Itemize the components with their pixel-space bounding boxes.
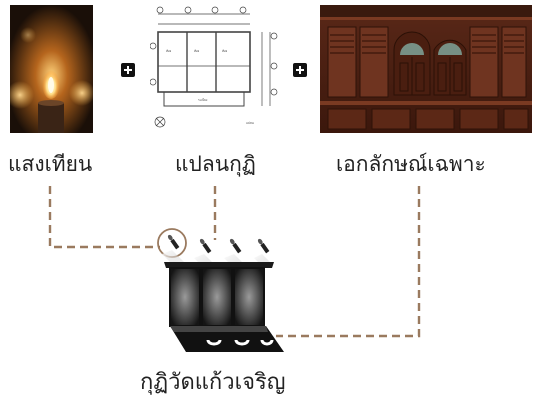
- kuti-graphic: [162, 234, 284, 352]
- svg-text:ห้อง: ห้อง: [222, 49, 228, 53]
- plus-icon: [293, 63, 307, 77]
- candle-photo: [10, 5, 93, 133]
- svg-text:แปลน: แปลน: [246, 121, 254, 125]
- svg-text:ห้อง: ห้อง: [194, 49, 200, 53]
- wooden-facade-graphic: [320, 5, 532, 133]
- label-result-kuti: กุฏิวัดแก้วเจริญ: [140, 370, 286, 395]
- candle-photo-graphic: [10, 5, 93, 133]
- svg-text:ระเบียง: ระเบียง: [198, 98, 208, 102]
- floor-plan-drawing: ห้อง ห้อง ห้อง ระเบียง แปลน: [150, 6, 280, 132]
- label-floor-plan: แปลนกุฏิ: [175, 152, 256, 176]
- label-candle-light: แสงเทียน: [8, 152, 93, 176]
- wooden-facade-photo: [320, 5, 532, 133]
- kuti-illustration: [150, 232, 290, 362]
- connector-candle: [48, 186, 160, 249]
- plus-icon: [121, 63, 135, 77]
- connector-identity: [276, 186, 421, 338]
- floor-plan-graphic: ห้อง ห้อง ห้อง ระเบียง แปลน: [150, 6, 278, 128]
- label-unique-identity: เอกลักษณ์เฉพาะ: [336, 152, 486, 176]
- svg-text:ห้อง: ห้อง: [166, 49, 172, 53]
